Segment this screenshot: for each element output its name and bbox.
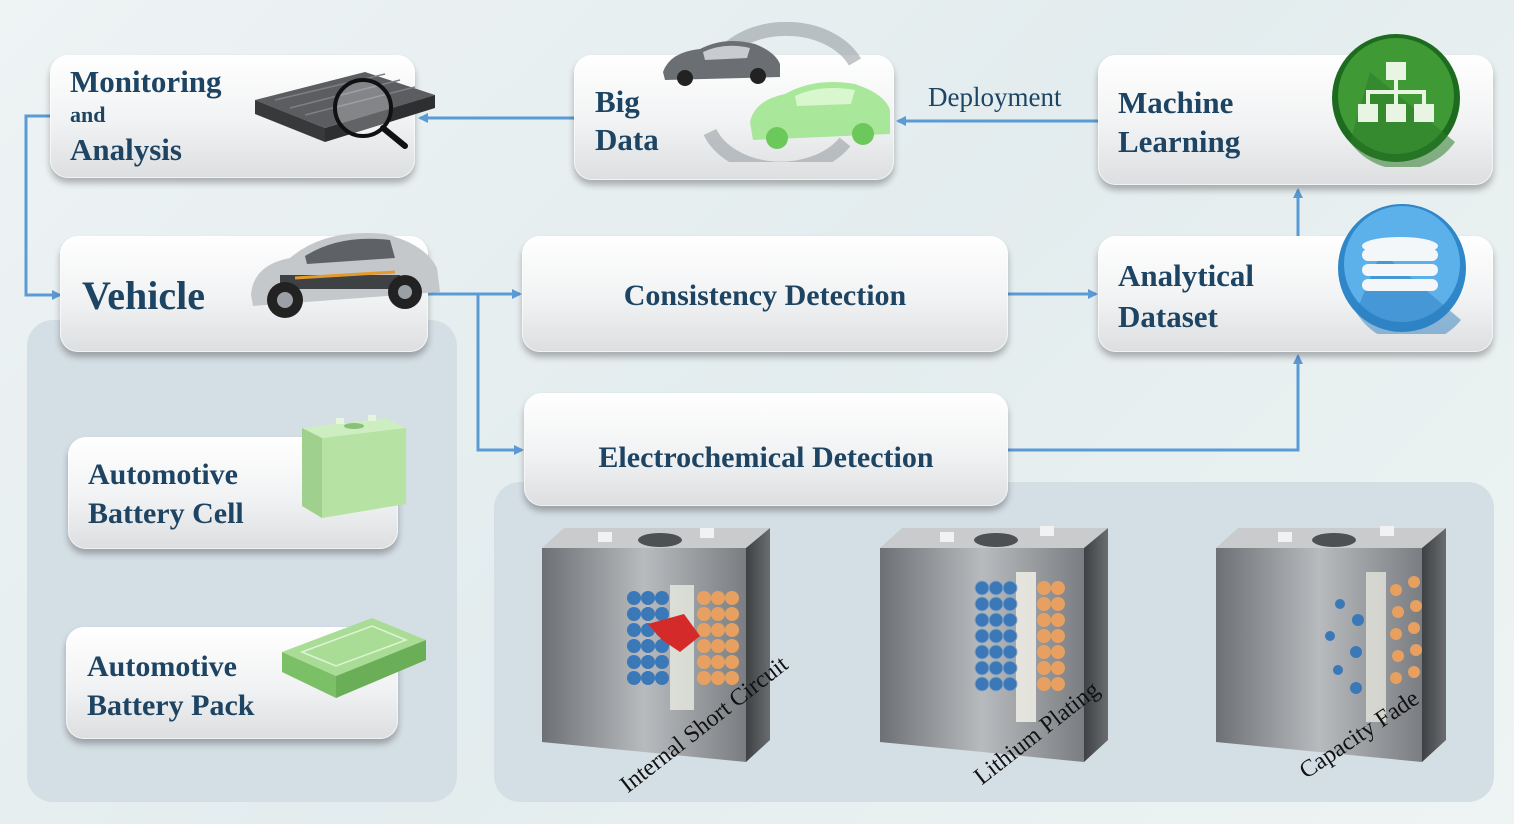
battery-pack-label: Automotive Battery Pack [87, 650, 255, 722]
battery-internal-short-circuit-illustration [542, 528, 770, 762]
consistency-detection-label: Consistency Detection [623, 279, 907, 312]
battery-module-icon [282, 618, 426, 698]
network-hierarchy-icon [1332, 34, 1460, 167]
monitoring-analysis-label: Monitoring and Analysis [70, 64, 222, 167]
deployment-label: Deployment [928, 82, 1062, 112]
consistency-detection-box [522, 236, 1008, 352]
arrow-vehicle-to-electrochemical [476, 294, 524, 455]
arrow-electrochemical-to-dataset [1008, 354, 1303, 452]
car-chassis-icon [251, 233, 440, 318]
electrochemical-detection-label: Electrochemical Detection [598, 441, 934, 474]
battery-lithium-plating-illustration [880, 526, 1108, 762]
vehicle-label: Vehicle [82, 273, 205, 318]
battery-cell-icon [302, 415, 406, 518]
arrow-monitoring-to-vehicle [24, 114, 62, 300]
machine-learning-label: Machine Learning [1118, 85, 1241, 159]
analytical-dataset-label: Analytical Dataset [1118, 258, 1255, 334]
electrochemical-detection-box [524, 393, 1008, 506]
database-icon [1338, 204, 1466, 334]
battery-cell-label: Automotive Battery Cell [88, 458, 244, 530]
battery-pack-magnifier-icon [255, 72, 435, 149]
big-data-label: Big Data [595, 84, 659, 157]
car-cycle-icon [663, 22, 890, 162]
battery-capacity-fade-illustration [1216, 526, 1446, 762]
